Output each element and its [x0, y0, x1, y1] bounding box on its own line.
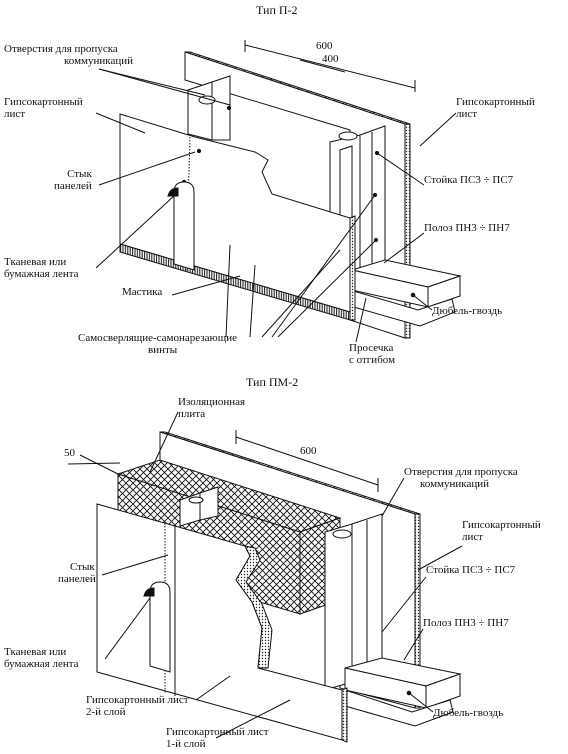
stud-label: Стойка ПС3 ÷ ПС7	[424, 174, 514, 186]
left-stud-2	[179, 486, 219, 527]
diagram-pm2	[67, 411, 463, 743]
dimension-600-50	[67, 430, 379, 492]
mastic-label: Мастика	[122, 286, 163, 298]
gypsum-layer2-label: Гипсокартонный лист 2-й слой	[86, 694, 189, 718]
notch-label: Просечка с отгибом	[349, 342, 396, 366]
track-label-2: Полоз ПН3 ÷ ПН7	[423, 617, 509, 629]
diagram-p2	[95, 40, 462, 343]
dowel-label-2: Дюбель-гвоздь	[433, 707, 504, 719]
openings-label-2: Отверстия для пропуска коммуникаций	[404, 466, 518, 490]
track-label: Полоз ПН3 ÷ ПН7	[424, 222, 510, 234]
gypsum-layer1-label: Гипсокартонный лист 1-й слой	[166, 726, 269, 750]
leader-lines-p2	[95, 68, 457, 343]
diagram-pm2-title: Тип ПМ-2	[246, 375, 299, 389]
diagram-p2-title: Тип П-2	[256, 3, 298, 17]
left-stud	[187, 75, 232, 141]
dimension-outer-label: 600	[316, 40, 333, 52]
joint-tape	[167, 181, 195, 271]
dimension-thickness-label: 50	[64, 447, 75, 459]
stud-label-2: Стойка ПС3 ÷ ПС7	[426, 564, 516, 576]
insulation-label: Изоляционная плита	[178, 396, 246, 420]
panel-joint-label: Стык панелей	[54, 168, 92, 192]
floor-track-2	[344, 657, 462, 727]
floor-track	[349, 259, 462, 327]
screws-label: Самосверлящие-самонарезающие винты	[78, 332, 237, 356]
gypsum-sheet-left-label: Гипсокартонный лист	[4, 96, 83, 120]
gypsum-sheet-right-label: Гипсокартонный лист	[456, 96, 535, 120]
tape-label-2: Тканевая или бумажная лента	[4, 646, 79, 670]
dimension-width-label: 600	[300, 445, 317, 457]
dowel-label: Дюбель-гвоздь	[432, 305, 503, 317]
joint-tape-2	[143, 581, 171, 673]
gypsum-sheet-right-label-2: Гипсокартонный лист	[462, 519, 541, 543]
tape-label: Тканевая или бумажная лента	[4, 256, 79, 280]
openings-label: Отверстия для пропуска коммуникаций	[4, 43, 133, 67]
dimension-600-400	[244, 40, 416, 92]
dimension-inner-label: 400	[322, 53, 339, 65]
leader-lines-pm2	[101, 411, 463, 739]
right-stud-2	[324, 513, 383, 691]
panel-joint-label-2: Стык панелей	[58, 561, 96, 585]
